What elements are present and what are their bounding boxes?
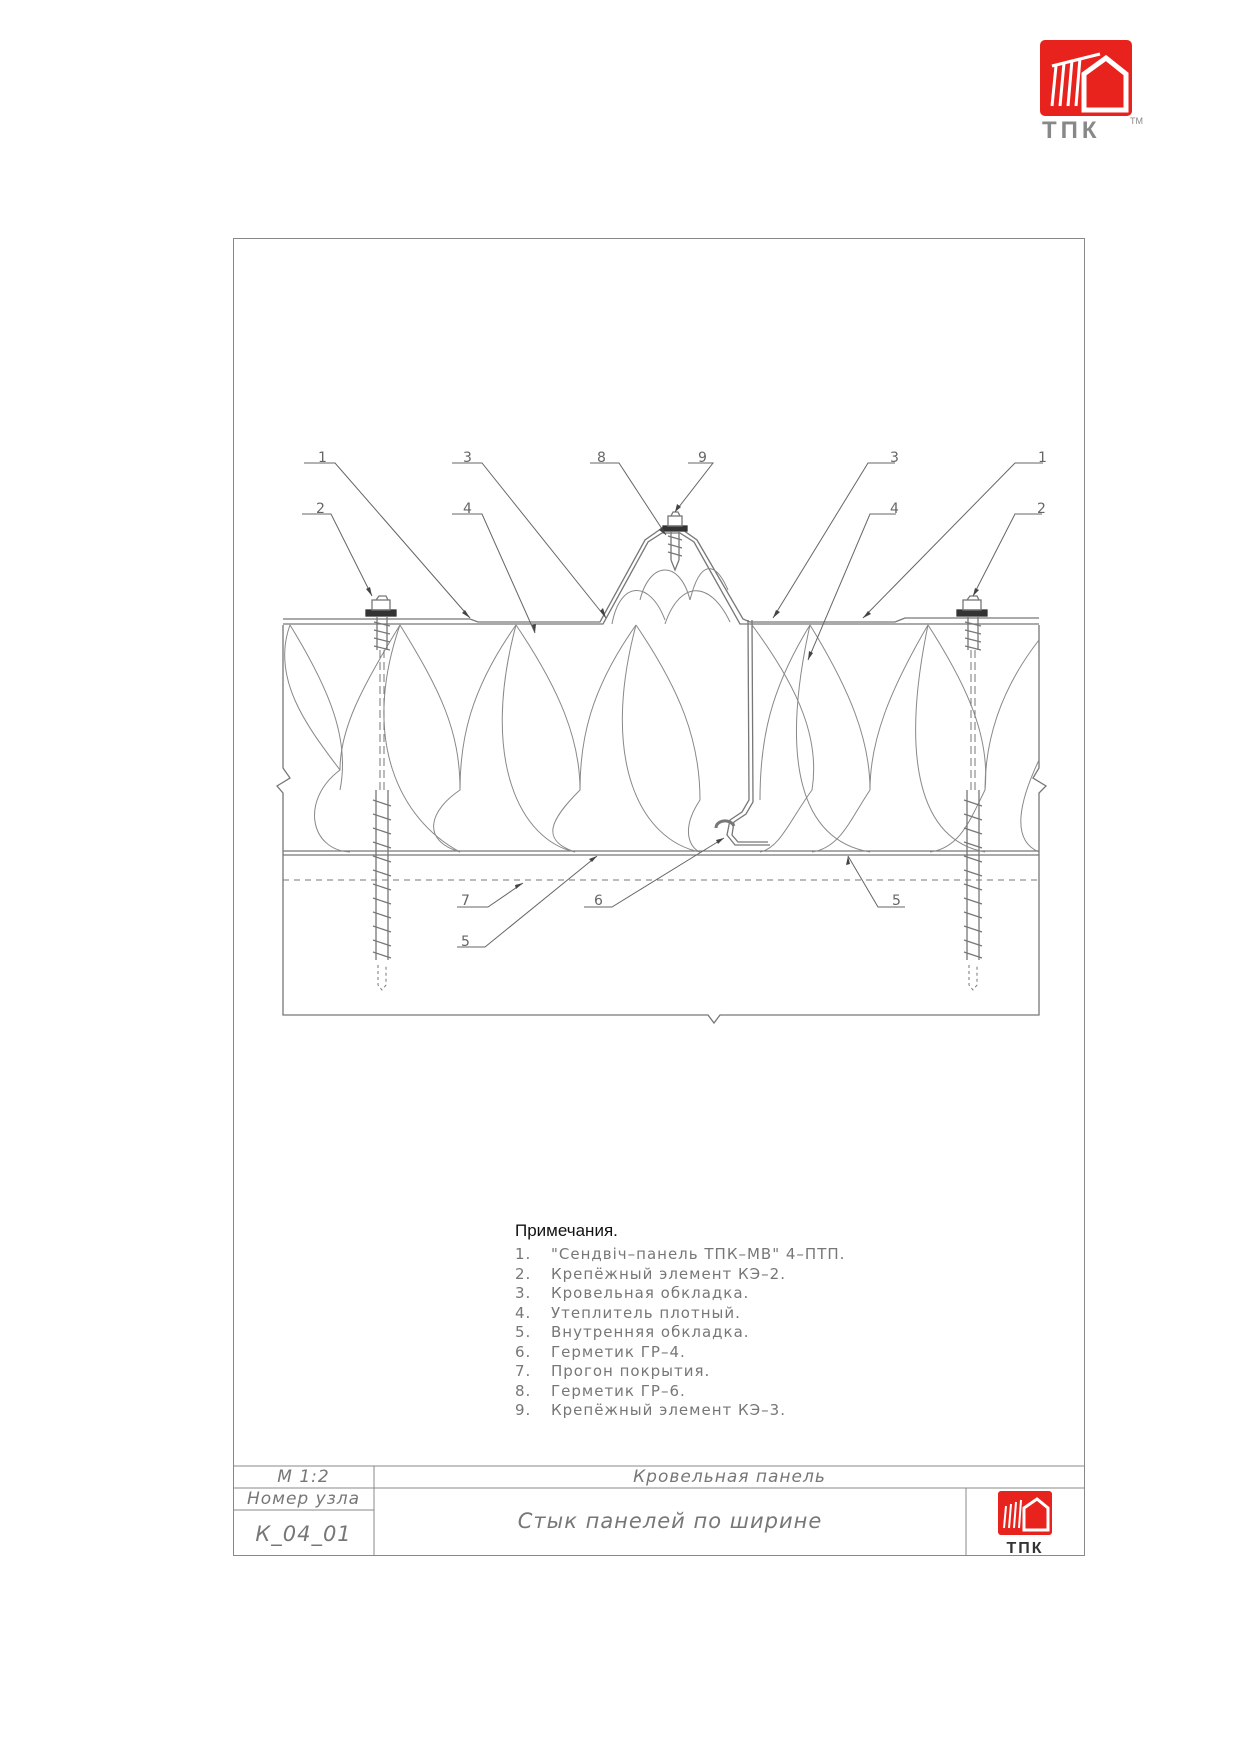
callout-2-right: 2 — [1037, 501, 1046, 517]
drawing-sheet — [233, 238, 1085, 1556]
note-number: 5. — [515, 1323, 532, 1341]
note-text: Герметик ГР–6. — [551, 1381, 686, 1400]
title-block-logo: ТПК — [998, 1491, 1052, 1557]
title-block-logo-text: ТПК — [1006, 1540, 1043, 1557]
callout-3-right: 3 — [890, 450, 899, 466]
notes-section: Примечания. 1. "Сендвіч–панель ТПК–МВ" 4–… — [515, 1221, 845, 1421]
note-item: 6. Герметик ГР–4. — [515, 1343, 845, 1363]
category-label: Кровельная панель — [633, 1467, 826, 1487]
callout-5-left: 5 — [461, 934, 470, 950]
note-item: 5. Внутренняя обкладка. — [515, 1323, 845, 1343]
callout-7: 7 — [461, 893, 470, 909]
callout-5-right: 5 — [892, 893, 901, 909]
note-text: Крепёжный элемент КЭ–3. — [551, 1401, 786, 1419]
note-item: 9. Крепёжный элемент КЭ–3. — [515, 1401, 845, 1421]
note-number: 9. — [515, 1401, 532, 1419]
note-text: Кровельная обкладка. — [551, 1284, 750, 1302]
callout-4-left: 4 — [463, 501, 472, 517]
note-text: Герметик ГР–4. — [551, 1342, 686, 1361]
note-number: 2. — [515, 1264, 532, 1283]
note-item: 4. Утеплитель плотный. — [515, 1304, 845, 1324]
note-text: Внутренняя обкладка. — [551, 1323, 750, 1341]
brand-logo-text: ТПК — [1042, 117, 1101, 142]
note-text: Прогон покрытия. — [551, 1362, 711, 1380]
callout-2-left: 2 — [316, 501, 325, 517]
callout-4-right: 4 — [890, 501, 899, 517]
note-item: 1. "Сендвіч–панель ТПК–МВ" 4–ПТП. — [515, 1245, 845, 1265]
callout-8: 8 — [597, 450, 606, 466]
callout-3-left: 3 — [463, 450, 472, 466]
callout-1-right: 1 — [1038, 450, 1047, 466]
note-text: Крепёжный элемент КЭ–2. — [551, 1264, 786, 1283]
note-number: 7. — [515, 1362, 532, 1380]
note-text: "Сендвіч–панель ТПК–МВ" 4–ПТП. — [551, 1245, 846, 1263]
callout-9: 9 — [698, 450, 707, 466]
callout-6: 6 — [594, 893, 603, 909]
note-number: 8. — [515, 1381, 532, 1400]
note-item: 8. Герметик ГР–6. — [515, 1382, 845, 1402]
note-item: 7. Прогон покрытия. — [515, 1362, 845, 1382]
note-text: Утеплитель плотный. — [551, 1303, 741, 1322]
node-code: К_04_01 — [255, 1522, 352, 1546]
note-item: 3. Кровельная обкладка. — [515, 1284, 845, 1304]
notes-title: Примечания. — [515, 1221, 618, 1240]
note-number: 4. — [515, 1303, 532, 1322]
scale-label: М 1:2 — [277, 1467, 330, 1487]
callout-1-left: 1 — [318, 450, 327, 466]
node-number-label: Номер узла — [246, 1489, 361, 1509]
note-number: 6. — [515, 1342, 532, 1361]
note-number: 3. — [515, 1284, 532, 1302]
note-item: 2. Крепёжный элемент КЭ–2. — [515, 1265, 845, 1285]
trademark-mark: TM — [1130, 116, 1143, 126]
note-number: 1. — [515, 1245, 532, 1263]
brand-logo: ТПК TM — [1040, 40, 1143, 142]
node-title: Стык панелей по ширине — [517, 1509, 823, 1533]
